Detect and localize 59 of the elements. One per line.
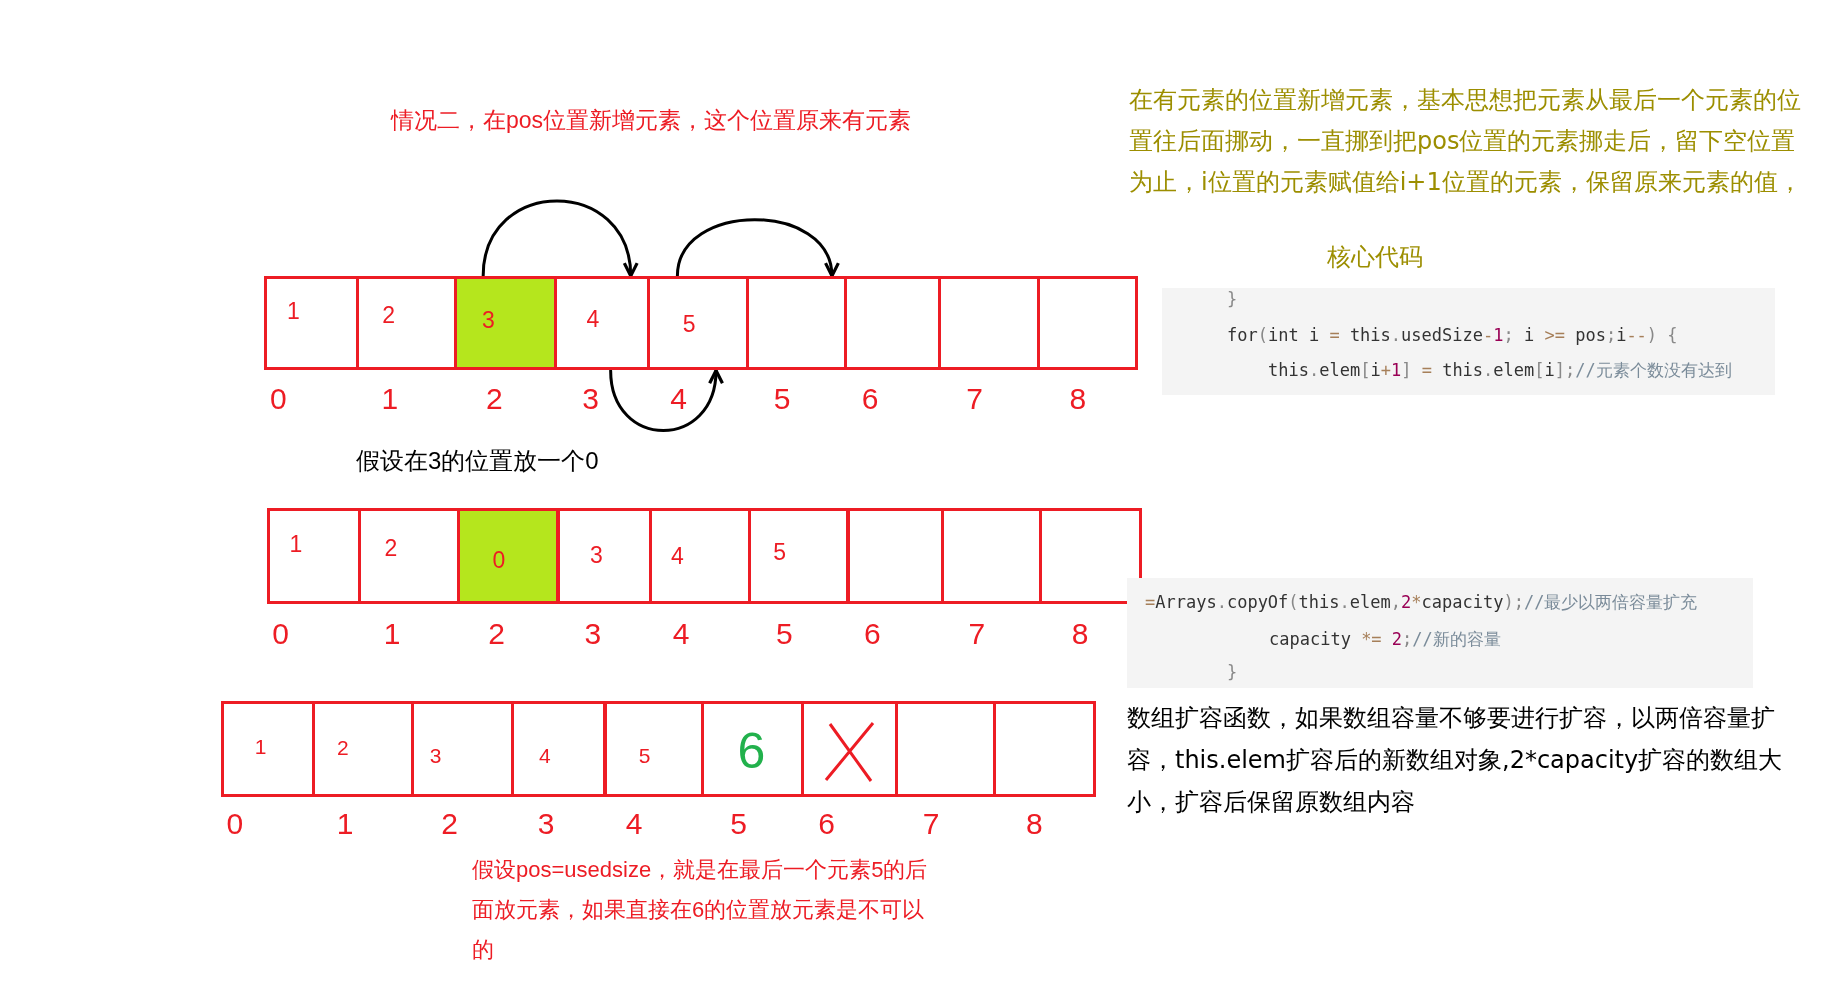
index-label: 5	[773, 384, 791, 415]
index-label: 0	[269, 384, 287, 415]
cell-value: 1	[287, 299, 300, 323]
cell-value: 2	[382, 303, 395, 327]
note-text: 假设pos=usedsize，就是在最后一个元素5的后面放元素，如果直接在6的位置放元素是不可以的	[472, 856, 929, 964]
cell-value: 0	[492, 548, 506, 572]
note-text: 在有元素的位置新增元素，基本思想把元素从最后一个元素的位置往后面挪动，一直挪到把pos位置的元素挪走后，留下空位置为止，i位置的元素赋值给i+1位置的元素，保留原来元素的值，	[1129, 85, 1803, 198]
note-text: 假设在3的位置放一个0	[356, 447, 599, 475]
curved-arrow	[609, 368, 723, 432]
cell-value: 5	[638, 744, 651, 766]
index-label: 5	[775, 619, 793, 649]
cell-value: 4	[586, 307, 600, 331]
cell-value: 6	[737, 726, 766, 777]
index-label: 1	[336, 809, 354, 840]
heading: 情况二，在pos位置新增元素，这个位置原来有元素	[391, 106, 912, 134]
cell-value: 3	[482, 309, 495, 332]
index-label: 6	[864, 619, 881, 649]
cell-value: 5	[682, 312, 696, 336]
index-label: 0	[272, 619, 289, 649]
index-label: 2	[441, 809, 459, 840]
index-label: 7	[966, 384, 983, 415]
cell-value: 5	[773, 540, 786, 564]
code-line: }	[1227, 661, 1238, 683]
cell-value: 2	[384, 536, 398, 560]
index-label: 3	[582, 384, 599, 415]
code-line: }	[1227, 288, 1238, 310]
index-label: 4	[672, 619, 690, 649]
curved-arrow	[675, 218, 838, 278]
cell-value: 1	[289, 532, 303, 556]
code-line: this.elem[i+1] = this.elem[i];//元素个数没有达到	[1268, 359, 1732, 381]
cell-value: 3	[590, 543, 603, 567]
index-label: 4	[625, 809, 643, 840]
index-label: 5	[730, 809, 747, 840]
index-label: 4	[670, 384, 687, 415]
index-label: 8	[1026, 809, 1043, 840]
code-line: for(int i = this.usedSize-1; i >= pos;i--) {	[1227, 324, 1678, 346]
note-text: 数组扩容函数，如果数组容量不够要进行扩容，以两倍容量扩容，this.elem扩容后的新数组对象,2*capacity扩容的数组大小，扩容后保留原数组内容	[1127, 703, 1784, 818]
cell-value: 1	[254, 735, 267, 757]
index-label: 8	[1069, 384, 1087, 415]
cell-value: 2	[336, 736, 349, 758]
section-heading: 核心代码	[1327, 243, 1423, 271]
index-label: 8	[1071, 619, 1089, 649]
index-label: 3	[537, 809, 555, 840]
index-label: 3	[584, 619, 602, 649]
code-line: =Arrays.copyOf(this.elem,2*capacity);//最少以两倍容量扩充	[1145, 591, 1698, 613]
cell-value: 4	[671, 545, 684, 568]
index-label: 2	[488, 619, 505, 649]
index-label: 1	[381, 384, 399, 415]
cell-value: 3	[429, 744, 442, 766]
index-label: 0	[226, 809, 244, 840]
index-label: 7	[922, 809, 940, 840]
index-label: 6	[818, 809, 835, 840]
code-line: capacity *= 2;//新的容量	[1269, 628, 1501, 650]
index-label: 1	[383, 619, 401, 649]
index-label: 6	[861, 384, 879, 415]
index-label: 7	[968, 619, 986, 649]
curved-arrow	[481, 199, 638, 278]
index-label: 2	[485, 384, 503, 415]
cell-value: 4	[538, 744, 551, 766]
